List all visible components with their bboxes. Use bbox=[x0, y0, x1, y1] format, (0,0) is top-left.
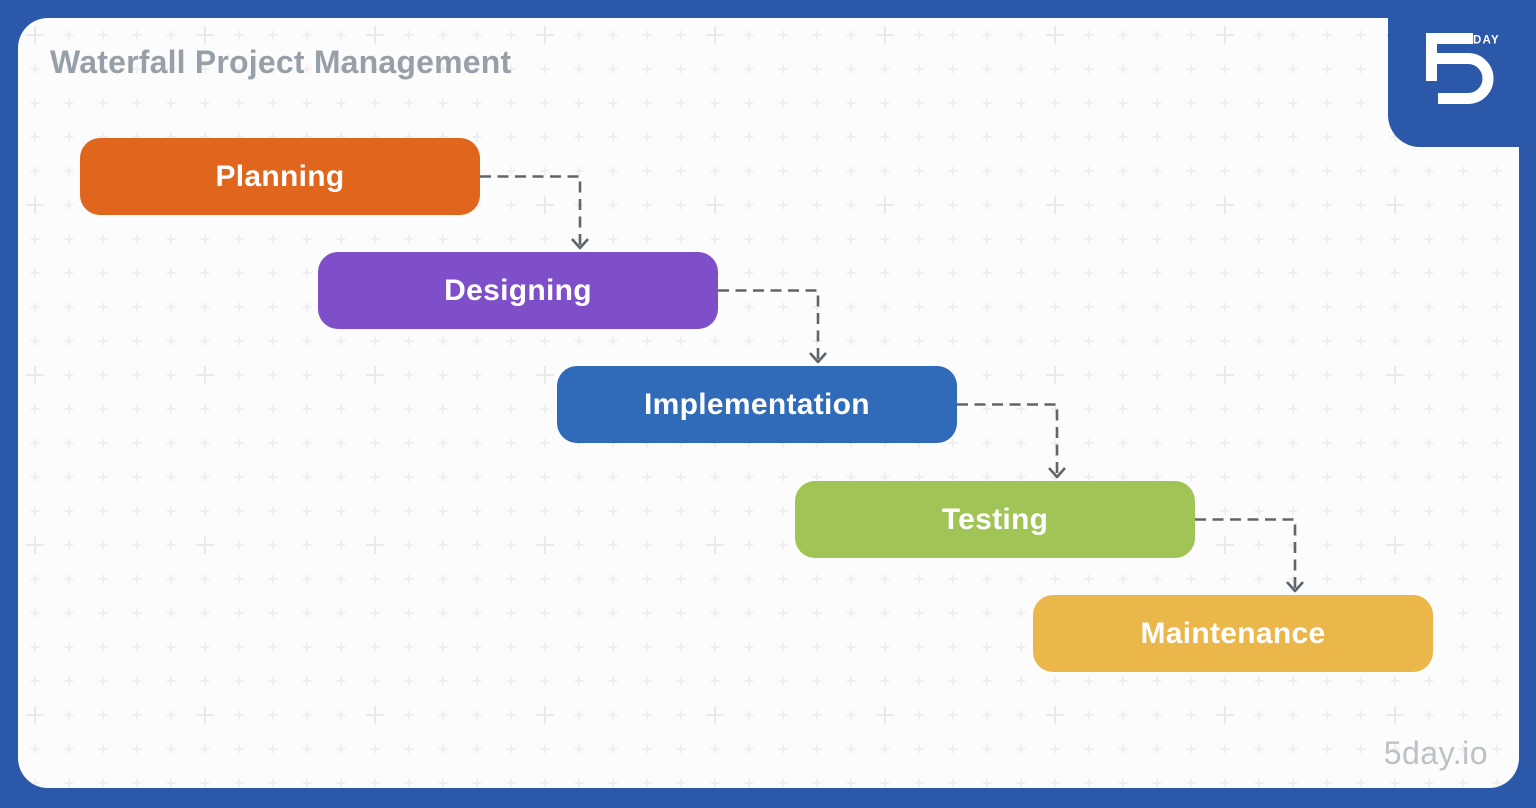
logo-day-label: DAY bbox=[1473, 35, 1500, 47]
stage-box-testing: Testing bbox=[795, 481, 1195, 558]
stage-box-implementation: Implementation bbox=[557, 366, 957, 443]
brand-watermark: 5day.io bbox=[1383, 735, 1488, 771]
logo-tab: DAY bbox=[1388, 0, 1536, 147]
stage-box-designing: Designing bbox=[318, 252, 718, 329]
stage-box-planning: Planning bbox=[80, 138, 480, 215]
stage-box-maintenance: Maintenance bbox=[1033, 595, 1433, 672]
page-title: Waterfall Project Management bbox=[50, 44, 512, 80]
five-day-logo-icon: DAY bbox=[1426, 33, 1500, 104]
